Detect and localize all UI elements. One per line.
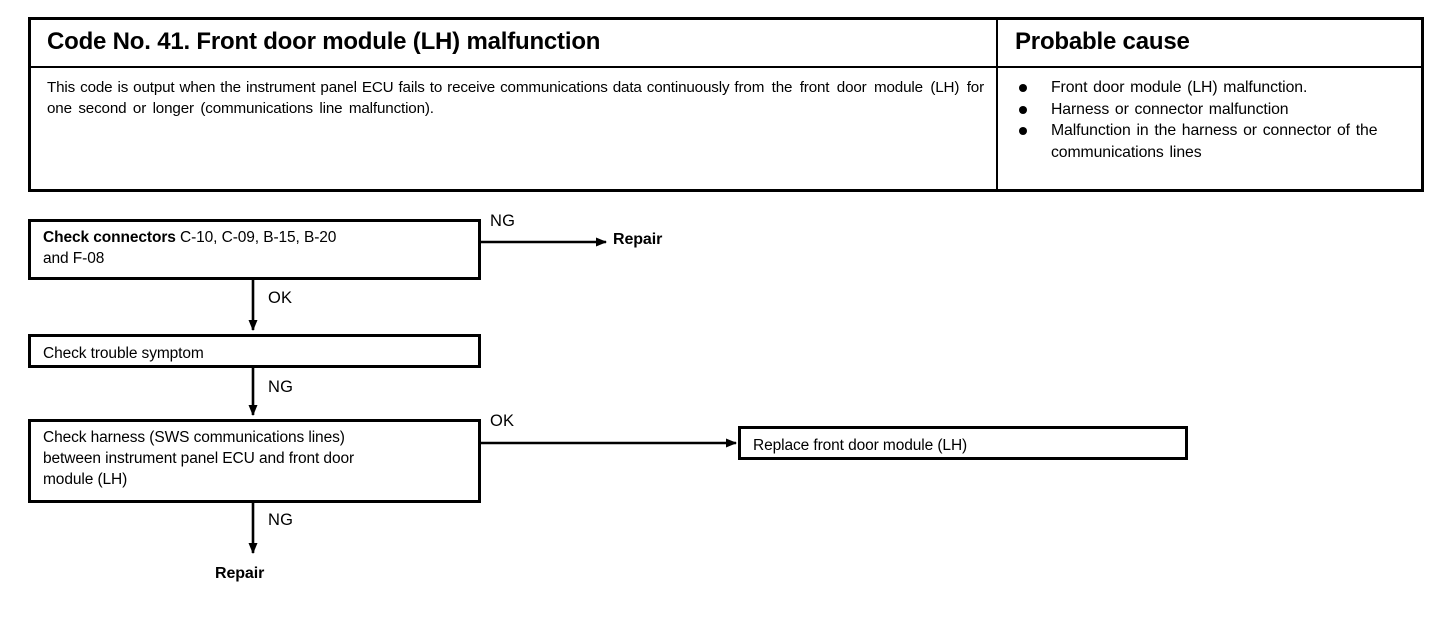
bullet-icon [1019,105,1027,114]
list-item: Harness or connector malfunction [1015,99,1413,121]
cause-text: Front door module (LH) malfunction. [1051,79,1308,96]
outcome-repair-bottom: Repair [215,565,265,582]
bullet-icon [1019,84,1027,92]
body-cell-description: This code is output when the instrument … [31,68,998,190]
connector-codes: C-10, C-09, B-15, B-20 [175,229,337,246]
harness-line-3: module (LH) [43,471,128,488]
body-cell-causes: Front door module (LH) malfunction. Harn… [998,68,1421,190]
list-item: Malfunction in the harness or connector … [1015,120,1413,163]
flow-box-replace-front-door-module[interactable]: Replace front door module (LH) [738,426,1188,460]
table-body-row: This code is output when the instrument … [31,68,1421,190]
branch-label-ok-2: OK [490,412,515,430]
flow-box-text: Check trouble symptom [43,345,204,362]
bullet-icon [1019,127,1027,135]
outcome-repair-top: Repair [613,231,663,248]
branch-label-ok-1: OK [268,289,293,307]
flow-box-text: Check harness (SWS communications lines)… [31,422,478,490]
probable-cause-list: Front door module (LH) malfunction. Harn… [998,68,1421,163]
flow-box-text: Check connectors C-10, C-09, B-15, B-20 … [31,222,478,269]
page-title: Code No. 41. Front door module (LH) malf… [47,28,601,55]
flow-box-check-harness[interactable]: Check harness (SWS communications lines)… [28,419,481,503]
branch-label-ng-3: NG [268,511,294,529]
harness-line-1: Check harness (SWS communications lines) [43,429,345,446]
code-description: This code is output when the instrument … [31,68,996,119]
table-header-row: Code No. 41. Front door module (LH) malf… [31,20,1421,68]
diagnostic-code-table: Code No. 41. Front door module (LH) malf… [28,17,1424,192]
connector-codes-line2: and F-08 [43,250,105,267]
flow-box-text: Replace front door module (LH) [753,437,968,454]
flow-box-check-connectors[interactable]: Check connectors C-10, C-09, B-15, B-20 … [28,219,481,280]
list-item: Front door module (LH) malfunction. [1015,77,1413,99]
header-cell-code: Code No. 41. Front door module (LH) malf… [31,20,998,66]
branch-label-ng-2: NG [268,378,294,396]
probable-cause-heading: Probable cause [1015,28,1190,55]
cause-text: Malfunction in the harness or connector … [1051,122,1378,161]
check-connectors-label: Check connectors [43,229,176,246]
cause-text: Harness or connector malfunction [1051,100,1289,118]
harness-line-2: between instrument panel ECU and front d… [43,450,355,467]
description-line-1: This code is output when the instrument … [47,79,730,96]
branch-label-ng-1: NG [490,212,516,230]
description-line-2: from the front door module (LH) for one … [47,79,984,117]
header-cell-cause: Probable cause [998,20,1421,66]
flow-box-check-trouble-symptom[interactable]: Check trouble symptom [28,334,481,368]
